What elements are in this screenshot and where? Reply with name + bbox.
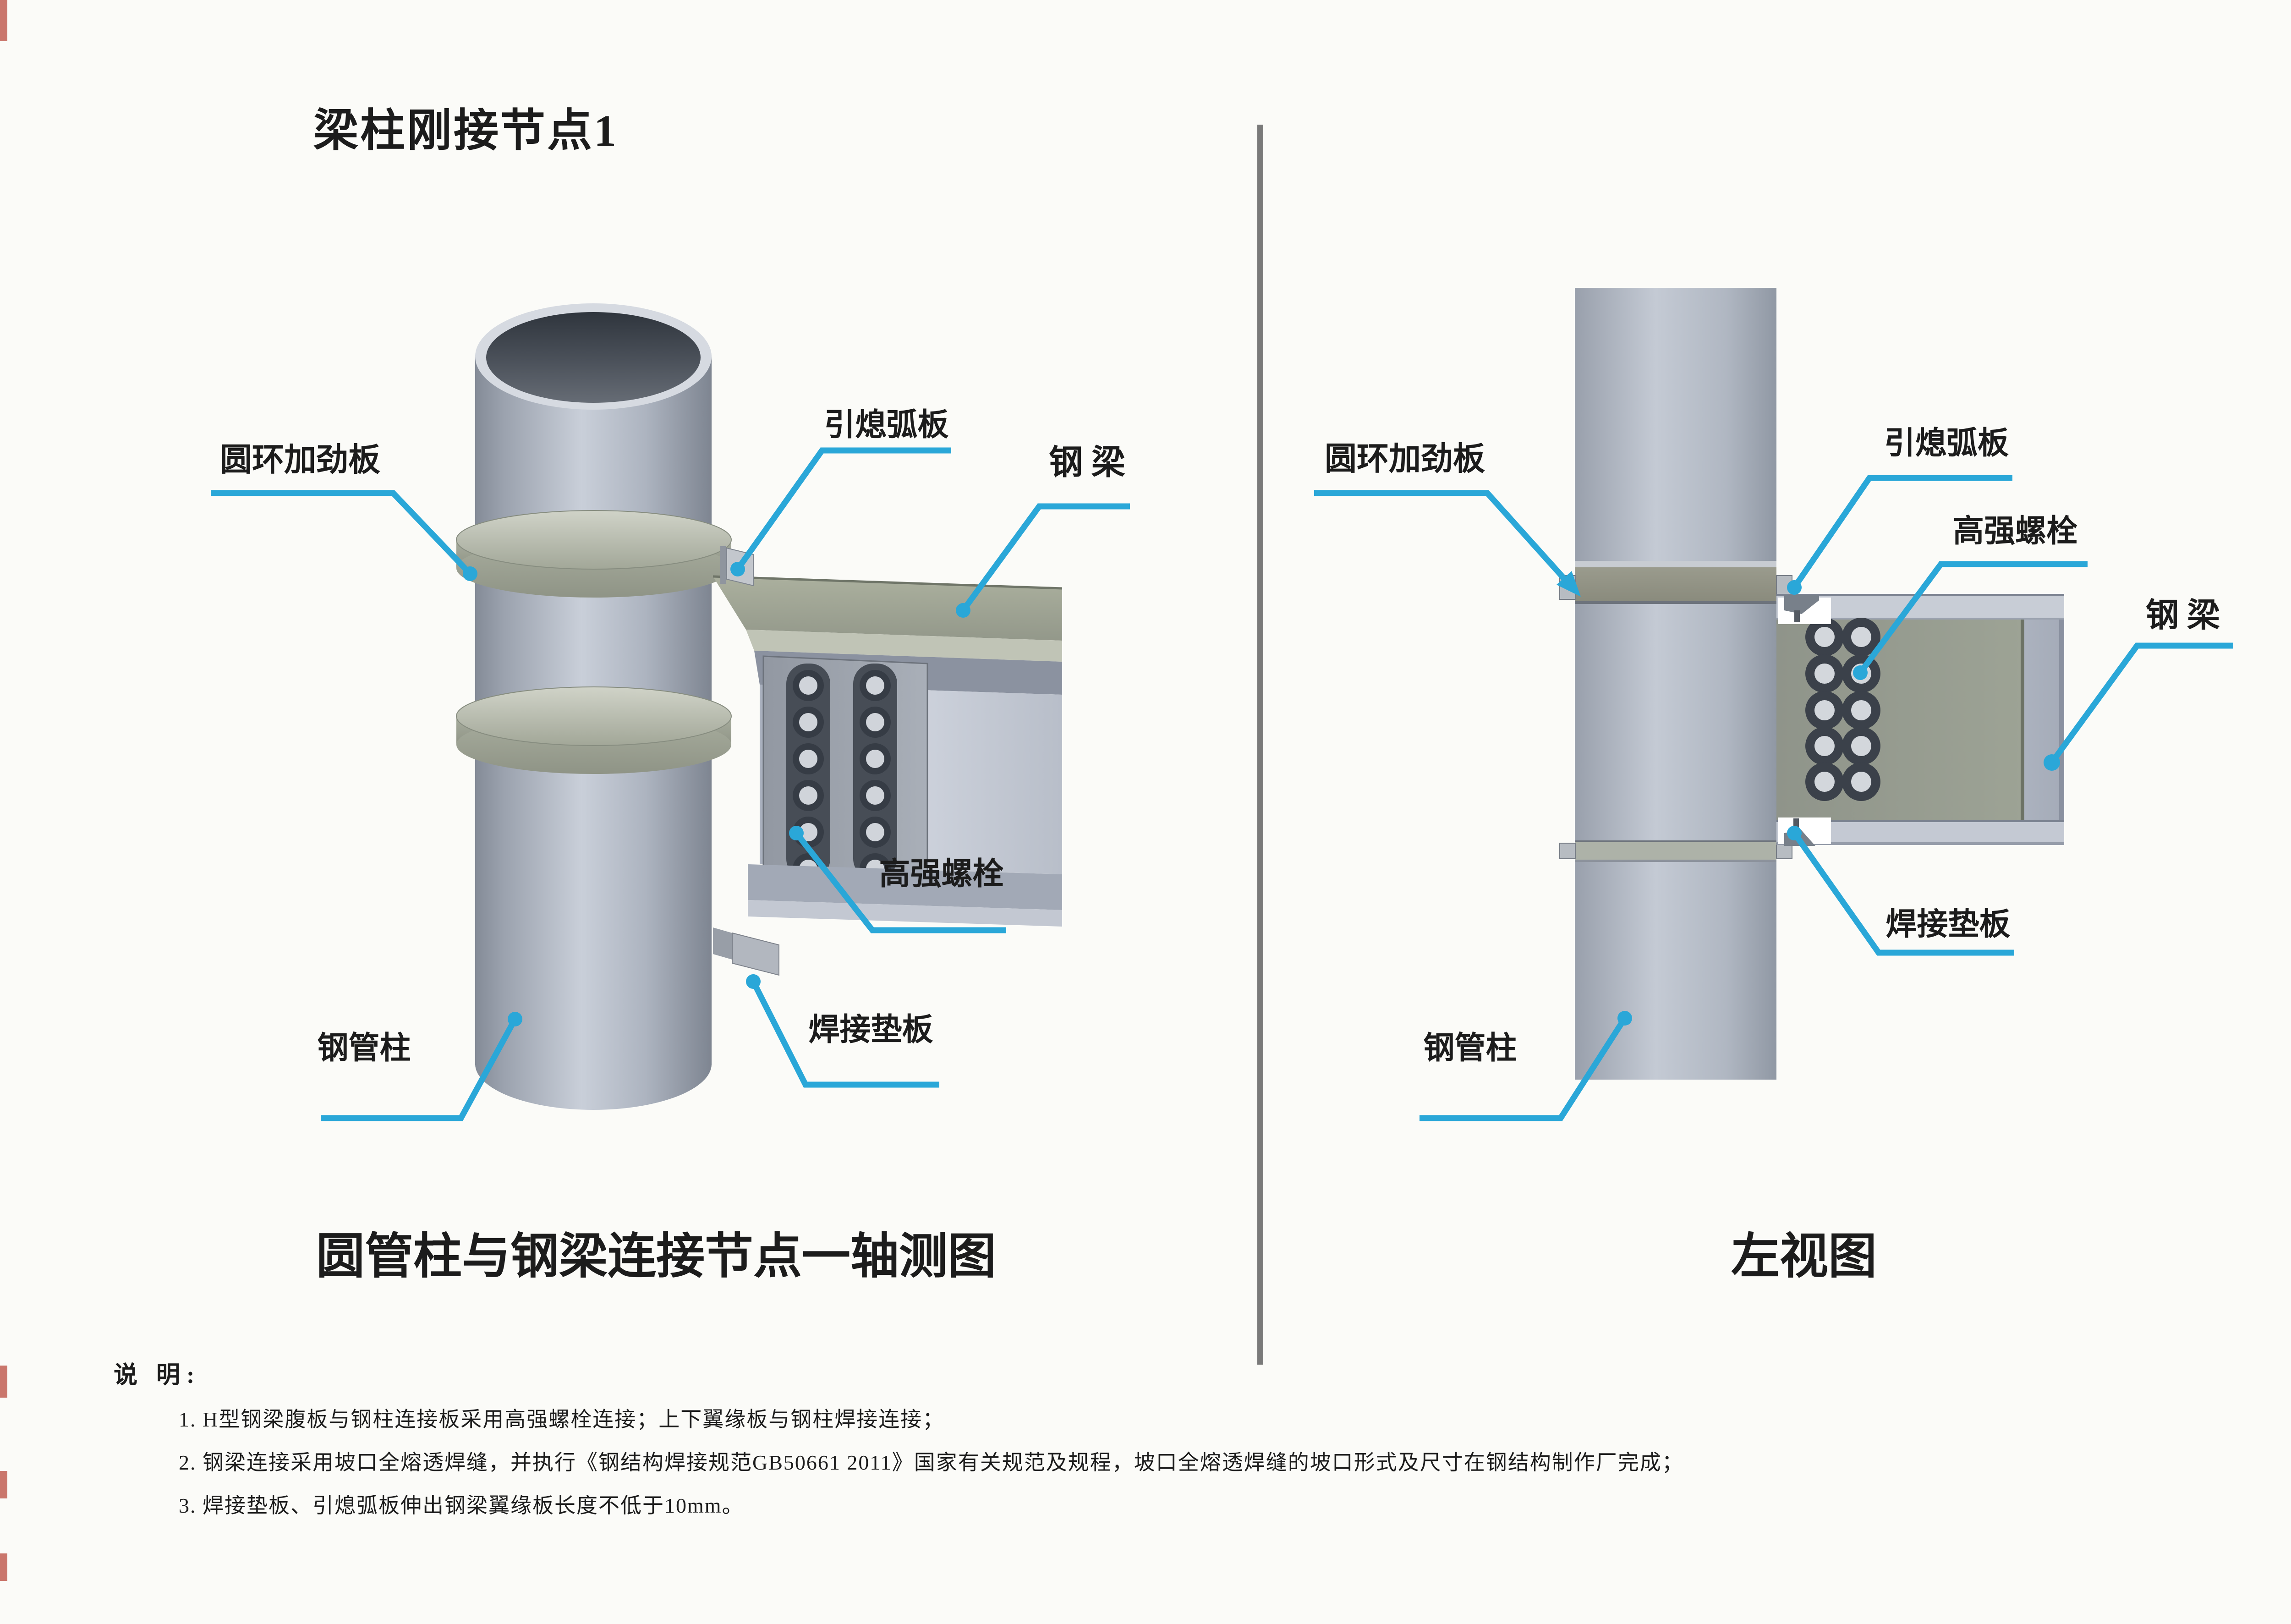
leader-ring-stiffener-right: [1314, 490, 1571, 586]
leader-runoff-tab-right: [1792, 475, 2012, 589]
leader-runoff-tab-left: [735, 447, 951, 571]
leader-steel-beam-right: [2049, 642, 2233, 764]
weld-backing-plate-right: [1778, 817, 1831, 846]
leader-tube-column-left: [321, 1017, 518, 1121]
leader-tube-column-right: [1420, 1016, 1628, 1121]
view-divider-line: [1257, 125, 1263, 1365]
steel-tube-column-right: [1575, 288, 1776, 1080]
leader-lines-right: [1314, 475, 2233, 1121]
scan-artifact: [0, 1471, 7, 1498]
ring-stiffener-upper-left: [456, 510, 732, 598]
label-runoff-tab-left: 引熄弧板: [824, 407, 949, 442]
label-steel-tube-column-left: 钢管柱: [317, 1031, 411, 1065]
side-view: [1314, 288, 2233, 1121]
label-steel-beam-right: 钢 梁: [2145, 597, 2220, 634]
leader-lines-left: [211, 447, 1130, 1121]
label-high-strength-bolt-left: 高强螺栓: [879, 856, 1004, 891]
notes-heading: 说 明:: [114, 1362, 201, 1388]
label-weld-backing-plate-left: 焊接垫板: [808, 1012, 933, 1047]
leader-steel-beam-left: [960, 503, 1130, 612]
high-strength-bolt-group-left: [786, 664, 897, 884]
scan-artifact: [0, 1366, 7, 1398]
label-weld-backing-plate-right: 焊接垫板: [1885, 907, 2011, 942]
scan-artifact: [0, 0, 7, 41]
label-ring-stiffener-left: 圆环加劲板: [220, 443, 380, 478]
leader-arrowhead: [1557, 571, 1581, 597]
ring-stiffener-lower-left: [456, 686, 732, 774]
label-steel-tube-column-right: 钢管柱: [1423, 1031, 1517, 1065]
sheet-title: 梁柱刚接节点1: [313, 106, 619, 156]
note-item-2: 2. 钢梁连接采用坡口全熔透焊缝，并执行《钢结构焊接规范GB50661 2011…: [179, 1451, 1684, 1474]
leader-backing-plate-left: [751, 980, 939, 1088]
label-high-strength-bolt-right: 高强螺栓: [1952, 514, 2077, 549]
axonometric-view: [211, 303, 1130, 1121]
leader-ring-stiffener-left: [211, 490, 472, 576]
weld-backing-plate-left: [732, 932, 779, 976]
label-ring-stiffener-right: 圆环加劲板: [1325, 442, 1485, 477]
leader-bolt-left: [794, 831, 1006, 933]
ring-stiffener-lower-right: [1559, 840, 1792, 862]
caption-side-view: 左视图: [1731, 1230, 1877, 1284]
leader-bolt-right: [1858, 561, 2088, 675]
label-runoff-tab-right: 引熄弧板: [1884, 426, 2009, 461]
note-item-3: 3. 焊接垫板、引熄弧板伸出钢梁翼缘板长度不低于10mm。: [179, 1494, 744, 1517]
tube-opening: [486, 312, 701, 403]
note-item-1: 1. H型钢梁腹板与钢柱连接板采用高强螺栓连接；上下翼缘板与钢柱焊接连接；: [179, 1408, 945, 1431]
ring-stiffener-upper-right: [1559, 561, 1792, 604]
label-steel-beam-left: 钢 梁: [1049, 444, 1125, 482]
notes-block: 说 明: 1. H型钢梁腹板与钢柱连接板采用高强螺栓连接；上下翼缘板与钢柱焊接连…: [114, 1355, 1684, 1519]
leader-backing-plate-right: [1792, 831, 2014, 956]
runoff-tab-top-right: [1778, 595, 1831, 624]
caption-axonometric-view: 圆管柱与钢梁连接节点一轴测图: [316, 1230, 996, 1284]
steel-beam-left: [713, 546, 1063, 976]
scan-artifact: [0, 1553, 7, 1581]
steel-beam-right: [1776, 594, 2064, 846]
high-strength-bolt-group-right: [1805, 618, 1880, 801]
